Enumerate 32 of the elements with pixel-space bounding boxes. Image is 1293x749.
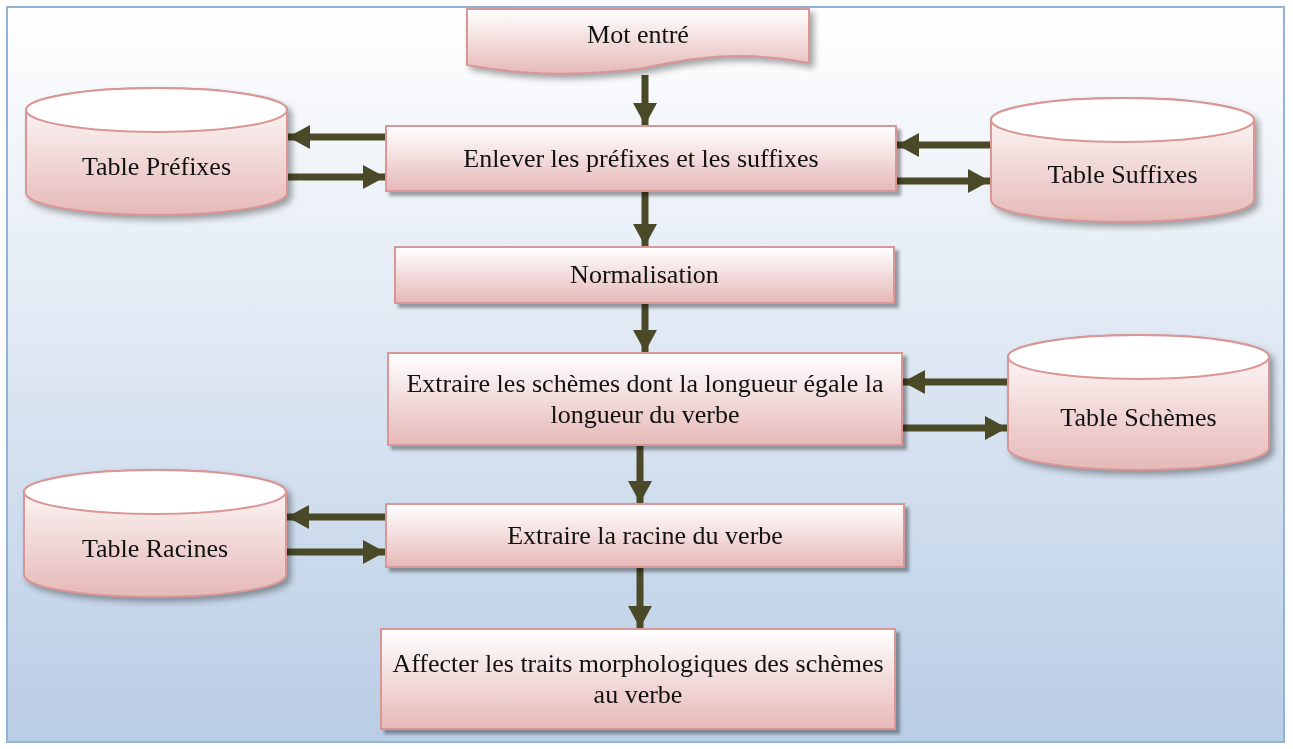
- box-text: Normalisation: [569, 259, 720, 291]
- process-box: [380, 628, 896, 730]
- database-cylinder: [990, 98, 1255, 222]
- box-text: Extraire les schèmes dont la longueur égale la longueur du verbe: [405, 367, 885, 431]
- arrow: [903, 370, 1007, 394]
- box-text: Mot entré: [586, 18, 690, 51]
- database-cylinder: [1007, 335, 1270, 470]
- process-box: [387, 352, 903, 446]
- box-text: Affecter les traits morphologiques des schèmes au verbe: [391, 647, 885, 711]
- database-cylinder: [25, 88, 288, 215]
- arrow: [287, 505, 385, 529]
- arrow: [633, 304, 657, 352]
- arrow: [287, 540, 385, 564]
- process-box: [394, 246, 895, 304]
- arrow: [897, 169, 990, 193]
- arrow: [628, 446, 652, 503]
- arrow: [897, 133, 990, 157]
- database-cylinder: [23, 470, 287, 597]
- box-text: Enlever les préfixes et les suffixes: [462, 142, 820, 175]
- process-box: [385, 125, 897, 192]
- arrow: [288, 165, 385, 189]
- arrow: [633, 75, 657, 125]
- arrow: [903, 416, 1007, 440]
- box-text: Table Suffixes: [1046, 159, 1199, 191]
- arrow: [633, 192, 657, 246]
- box-text: Table Racines: [80, 532, 230, 565]
- box-text: Extraire la racine du verbe: [506, 519, 784, 552]
- arrow: [628, 568, 652, 628]
- box-text: Table Schèmes: [1059, 401, 1218, 434]
- arrow: [288, 125, 385, 149]
- process-box: [385, 503, 905, 568]
- box-text: Table Préfixes: [80, 150, 233, 183]
